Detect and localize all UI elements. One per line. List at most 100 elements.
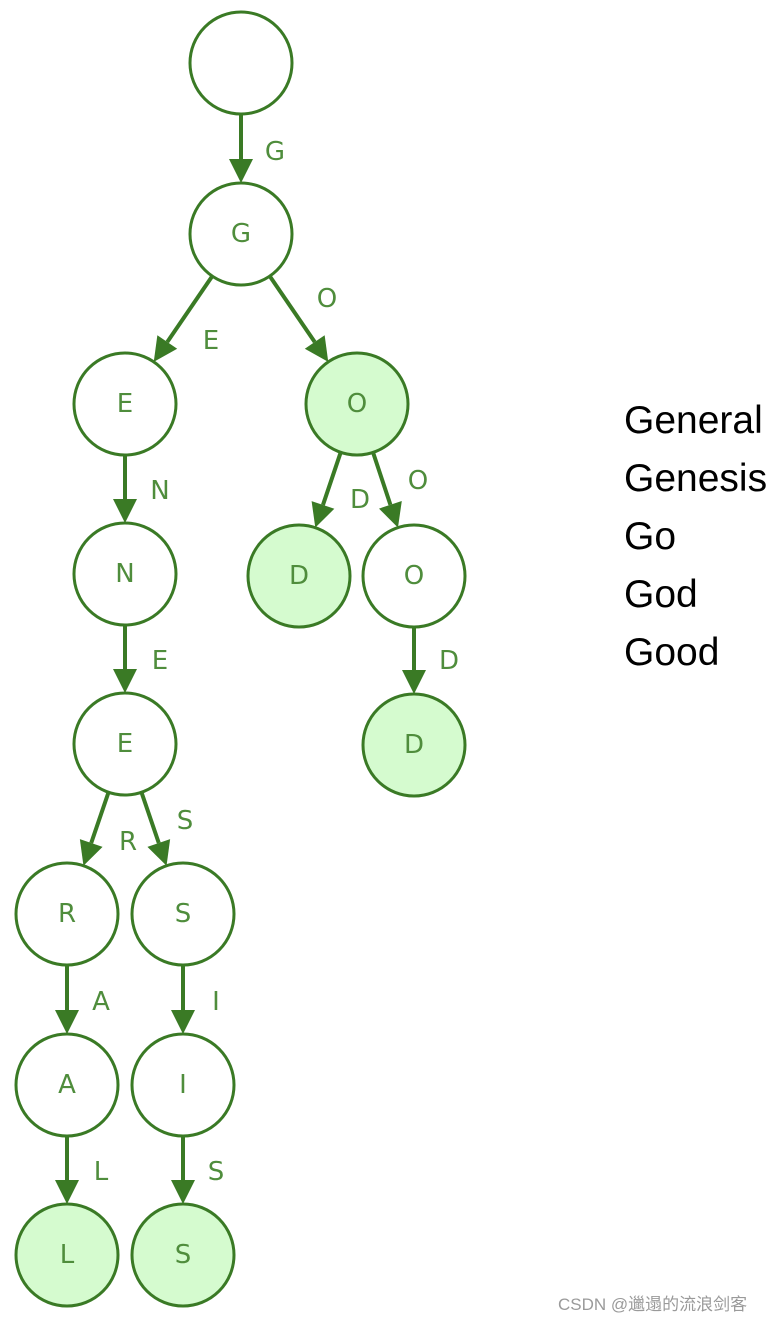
node-label: S bbox=[175, 899, 192, 929]
edge: S bbox=[139, 791, 194, 866]
edge-label: D bbox=[439, 646, 459, 676]
edge: E bbox=[113, 625, 168, 693]
node-terminal: S bbox=[130, 1202, 236, 1308]
edge-line bbox=[139, 791, 161, 844]
word: Good bbox=[624, 631, 720, 674]
arrowhead-icon bbox=[79, 839, 103, 866]
node bbox=[188, 10, 294, 116]
node-label: G bbox=[231, 219, 251, 249]
node: I bbox=[130, 1032, 236, 1138]
node-label: E bbox=[117, 389, 133, 419]
edge: O bbox=[371, 451, 428, 528]
node-terminal: D bbox=[246, 523, 352, 629]
edge: L bbox=[55, 1136, 109, 1204]
node-label: N bbox=[115, 559, 134, 589]
node-terminal: L bbox=[14, 1202, 120, 1308]
node: E bbox=[72, 691, 178, 797]
node-label: D bbox=[289, 561, 309, 591]
arrowhead-icon bbox=[311, 501, 335, 528]
edge: R bbox=[79, 791, 137, 866]
node-circle bbox=[304, 351, 410, 457]
word-list: General Genesis Go God Good bbox=[624, 392, 767, 682]
edge-label: N bbox=[150, 476, 169, 506]
node-label: O bbox=[347, 389, 367, 419]
node-circle bbox=[72, 351, 178, 457]
edge: E bbox=[153, 274, 219, 362]
node-circle bbox=[361, 523, 467, 629]
edge-label: E bbox=[152, 646, 168, 676]
node-circle bbox=[188, 10, 294, 116]
edge-label: A bbox=[92, 987, 110, 1017]
arrowhead-icon bbox=[304, 335, 329, 362]
edge-label: I bbox=[212, 987, 220, 1017]
node-label: L bbox=[60, 1240, 75, 1270]
edge-label: O bbox=[317, 284, 337, 314]
edge: A bbox=[55, 965, 110, 1034]
edge-label: R bbox=[119, 827, 137, 857]
node-label: I bbox=[179, 1070, 187, 1100]
edge-line bbox=[321, 451, 343, 506]
arrowhead-icon bbox=[113, 669, 137, 693]
watermark: CSDN @邋遢的流浪剑客 bbox=[558, 1295, 748, 1314]
node-label: E bbox=[117, 729, 133, 759]
edge: S bbox=[171, 1136, 224, 1204]
arrowhead-icon bbox=[402, 670, 426, 694]
node-label: A bbox=[58, 1070, 76, 1100]
word: Genesis bbox=[624, 457, 768, 500]
node-circle bbox=[130, 861, 236, 967]
node: R bbox=[14, 861, 120, 967]
node-terminal: D bbox=[361, 692, 467, 798]
edge-line bbox=[371, 451, 393, 506]
arrowhead-icon bbox=[147, 839, 171, 866]
arrowhead-icon bbox=[153, 335, 178, 362]
node-circle bbox=[361, 692, 467, 798]
node-circle bbox=[130, 1032, 236, 1138]
node-label: D bbox=[404, 730, 424, 760]
node: G bbox=[188, 181, 294, 287]
node-label: R bbox=[58, 899, 76, 929]
edge-label: D bbox=[350, 485, 370, 515]
edge-label: E bbox=[203, 326, 219, 356]
arrowhead-icon bbox=[171, 1010, 195, 1034]
word: Go bbox=[624, 515, 677, 558]
edge-label: O bbox=[408, 466, 428, 496]
edge: O bbox=[268, 274, 337, 362]
edge-label: G bbox=[265, 137, 285, 167]
edge: N bbox=[113, 455, 170, 523]
edge: D bbox=[402, 627, 459, 694]
arrowhead-icon bbox=[229, 159, 253, 183]
node-circle bbox=[72, 521, 178, 627]
node: O bbox=[361, 523, 467, 629]
arrowhead-icon bbox=[55, 1010, 79, 1034]
arrowhead-icon bbox=[113, 499, 137, 523]
edge-line bbox=[89, 791, 111, 844]
node-label: S bbox=[175, 1240, 192, 1270]
word: General bbox=[624, 399, 763, 442]
node-circle bbox=[72, 691, 178, 797]
edge-line bbox=[165, 274, 214, 344]
node-circle bbox=[246, 523, 352, 629]
node: A bbox=[14, 1032, 120, 1138]
arrowhead-icon bbox=[379, 501, 402, 528]
arrowhead-icon bbox=[171, 1180, 195, 1204]
node: S bbox=[130, 861, 236, 967]
edge: G bbox=[229, 114, 285, 183]
node-circle bbox=[130, 1202, 236, 1308]
node-circle bbox=[188, 181, 294, 287]
edge-label: L bbox=[94, 1157, 109, 1187]
edge-line bbox=[268, 274, 317, 344]
edge-label: S bbox=[177, 806, 194, 836]
node-circle bbox=[14, 861, 120, 967]
node: N bbox=[72, 521, 178, 627]
node-circle bbox=[14, 1202, 120, 1308]
arrowhead-icon bbox=[55, 1180, 79, 1204]
edge: D bbox=[311, 451, 370, 528]
edge-label: S bbox=[208, 1157, 225, 1187]
node-label: O bbox=[404, 561, 424, 591]
node: E bbox=[72, 351, 178, 457]
node-circle bbox=[14, 1032, 120, 1138]
edge: I bbox=[171, 965, 220, 1034]
word: God bbox=[624, 573, 698, 616]
node-terminal: O bbox=[304, 351, 410, 457]
